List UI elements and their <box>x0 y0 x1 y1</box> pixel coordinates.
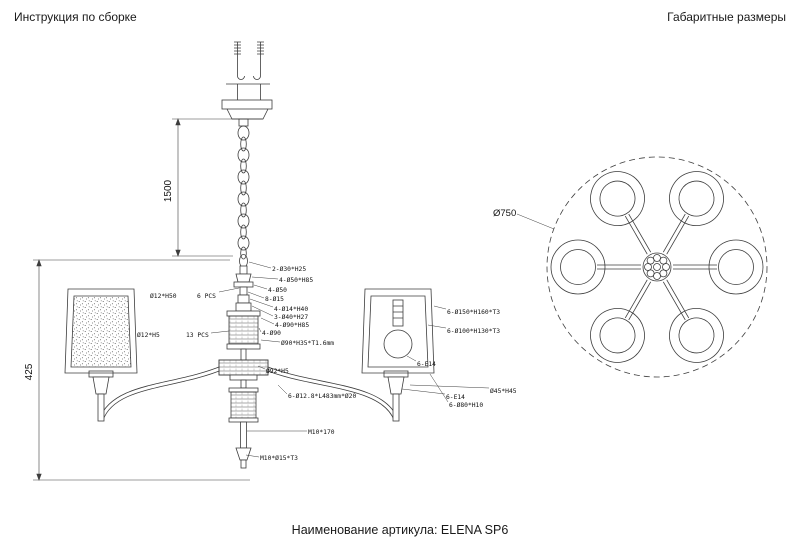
bottom-finial <box>240 459 247 469</box>
side-view-labels: 1500 425 2-Ø30*H25 4-Ø50*H85 4-Ø50 8-Ø15… <box>24 179 517 462</box>
part-label-spacer-15: 8-Ø15 <box>265 295 284 303</box>
right-lamp <box>361 288 435 422</box>
part-label-shell-90: 4-Ø90*H85 <box>275 321 309 329</box>
crystal-stack-lower <box>230 391 257 419</box>
overall-diameter-circle <box>546 156 768 378</box>
part-label-crystal-h5: Ø12*H5 <box>137 331 160 339</box>
part-label-rod-m10: M10*170 <box>308 429 335 436</box>
part-label-ring-80: 6-Ø80*H10 <box>449 401 483 409</box>
dim-chain-1500 <box>172 118 233 257</box>
chain <box>237 125 250 268</box>
dim-425-label: 425 <box>24 363 35 380</box>
sheet-title-left: Инструкция по сборке <box>14 10 137 24</box>
left-shade-crystal <box>70 295 132 368</box>
part-label-shade-inner: 6-Ø100*H130*T3 <box>447 327 500 335</box>
right-shade-outer <box>361 288 435 374</box>
crystal-stack-upper <box>228 315 259 345</box>
part-label-crystal-h50-qty: 6 PCS <box>197 293 216 300</box>
part-label-disc-50: 4-Ø50 <box>268 286 287 294</box>
part-label-holder-e14: 6-E14 <box>446 394 465 401</box>
top-view-diameter-label: Ø750 <box>493 208 516 219</box>
part-label-top-shell: 4-Ø50*H85 <box>279 276 313 284</box>
part-label-arm-tube: 6-Ø12.8*L483mm*Ø20 <box>288 392 356 400</box>
right-shade-inner <box>367 295 429 368</box>
left-shade-outer <box>64 288 138 374</box>
part-label-part-40: 3-Ø40*H27 <box>274 313 308 321</box>
top-arm-upper-left <box>590 171 652 255</box>
threaded-rod <box>240 421 247 449</box>
sheet-title-right: Габаритные размеры <box>667 10 786 24</box>
part-label-tube-14: 4-Ø14*H40 <box>274 305 308 313</box>
dim-body-425 <box>33 259 250 481</box>
lamp-socket <box>392 299 404 327</box>
bulb <box>383 329 413 359</box>
part-label-finial-m10: M10*Ø15*T3 <box>260 454 298 462</box>
top-arm-right <box>673 239 764 295</box>
part-label-chain-connector: 2-Ø30*H25 <box>272 265 306 273</box>
side-view <box>33 41 490 481</box>
article-name: Наименование артикула: ELENA SP6 <box>291 523 509 537</box>
top-arm-left <box>550 239 641 295</box>
part-label-disc-92: Ø92*H5 <box>266 367 289 375</box>
part-label-shade-outer: 6-Ø150*H160*T3 <box>447 308 500 316</box>
part-label-candle-cup: Ø45*H45 <box>490 387 517 395</box>
top-view <box>516 156 768 378</box>
part-label-ring-90: Ø90*H35*T1.6mm <box>281 339 334 347</box>
ceiling-mount <box>226 41 270 100</box>
canopy <box>221 99 273 127</box>
top-arm-lower-left <box>590 279 652 363</box>
part-label-disc-90: 4-Ø90 <box>262 329 281 337</box>
leader-lines <box>210 261 490 458</box>
part-label-socket-e14: 6-E14 <box>417 361 436 368</box>
top-hub <box>642 252 672 282</box>
dim-1500-label: 1500 <box>163 179 174 202</box>
top-arm-upper-right <box>662 171 724 255</box>
part-label-crystal-h5-qty: 13 PCS <box>186 332 209 339</box>
chain-hook <box>239 254 248 268</box>
part-label-crystal-h50: Ø12*H50 <box>150 292 177 300</box>
diameter-leader-line <box>516 213 555 230</box>
top-arm-lower-right <box>662 279 724 363</box>
center-column <box>218 265 269 469</box>
left-lamp <box>64 288 138 422</box>
arms <box>98 364 399 421</box>
